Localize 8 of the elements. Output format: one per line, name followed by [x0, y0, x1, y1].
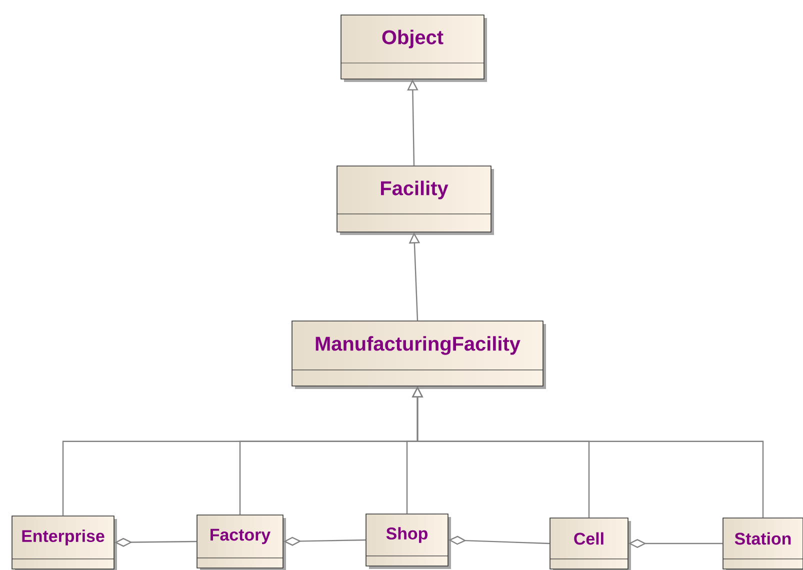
class-box: Station — [722, 518, 803, 570]
class-box: Object — [340, 14, 487, 82]
class-box: Cell — [550, 518, 631, 570]
class-box: Shop — [366, 514, 451, 569]
class-box: Enterprise — [12, 516, 117, 570]
class-box: Facility — [336, 166, 494, 235]
class-box: Factory — [196, 514, 286, 570]
class-box: ManufacturingFacility — [292, 320, 546, 389]
